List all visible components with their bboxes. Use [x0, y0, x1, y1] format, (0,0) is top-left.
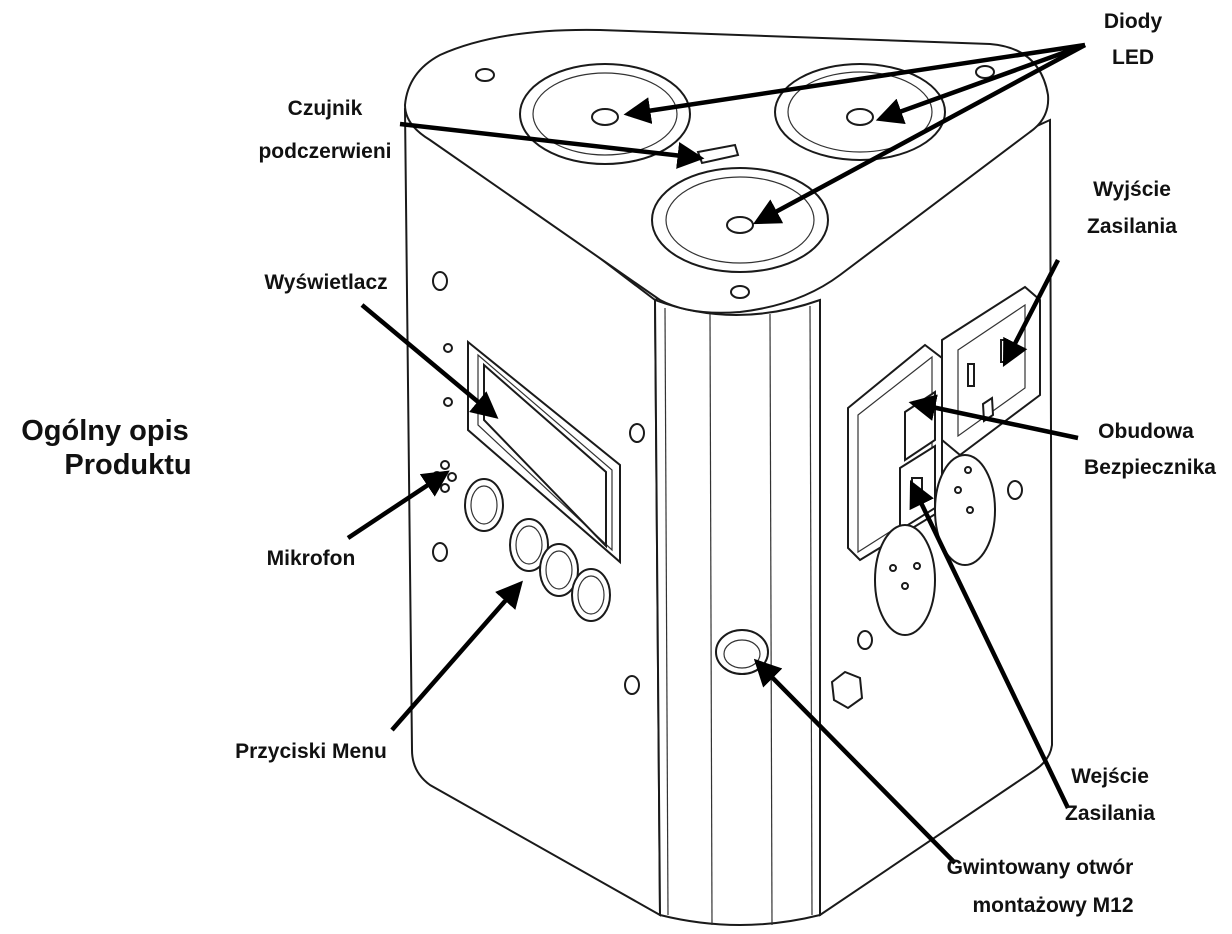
device-illustration [403, 28, 1054, 926]
label-gwintowany-line1: Gwintowany otwór [947, 856, 1134, 879]
arrow-diody-3 [753, 43, 1087, 225]
label-czujnik-line2: podczerwieni [258, 140, 391, 163]
callout-arrows [346, 42, 1087, 865]
arrow-wejscie [909, 479, 1071, 809]
arrow-obudowa [908, 394, 1079, 441]
arrow-mikrofon [346, 470, 450, 540]
label-wyswietlacz: Wyświetlacz [264, 271, 387, 294]
label-mikrofon: Mikrofon [267, 547, 356, 570]
led-lens-right [774, 63, 946, 161]
label-diody-led-line2: LED [1112, 46, 1154, 69]
led-lens-left [519, 63, 691, 165]
label-wyjscie-line2: Zasilania [1087, 215, 1177, 238]
labels: Diody LED Czujnik podczerwieni Wyświetla… [21, 10, 1216, 917]
top-screws [475, 65, 995, 299]
arrow-diody-2 [875, 42, 1086, 125]
label-wyjscie-line1: Wyjście [1093, 178, 1171, 201]
led-lens-bottom [651, 167, 829, 273]
label-obudowa-line2: Bezpiecznika [1084, 456, 1216, 479]
label-obudowa-line1: Obudowa [1098, 420, 1194, 443]
cable-gland [830, 670, 864, 710]
label-wejscie-line1: Wejście [1071, 765, 1149, 788]
arrow-przyciski [390, 580, 523, 732]
xlr-connectors [874, 454, 996, 636]
arrow-wyjscie [1002, 258, 1061, 368]
arrow-gwintowany [753, 658, 957, 865]
arrow-diody-1 [623, 42, 1086, 124]
arrow-wyswietlacz [360, 303, 499, 419]
label-wejscie-line2: Zasilania [1065, 802, 1155, 825]
menu-buttons [464, 478, 611, 622]
arrow-czujnik [399, 121, 705, 169]
page-title-line1: Ogólny opis [21, 415, 189, 447]
page-title-line2: Produktu [64, 449, 191, 481]
label-czujnik-line1: Czujnik [288, 97, 363, 120]
label-przyciski-menu: Przyciski Menu [235, 740, 387, 763]
label-diody-led-line1: Diody [1104, 10, 1163, 33]
label-gwintowany-line2: montażowy M12 [972, 894, 1133, 917]
